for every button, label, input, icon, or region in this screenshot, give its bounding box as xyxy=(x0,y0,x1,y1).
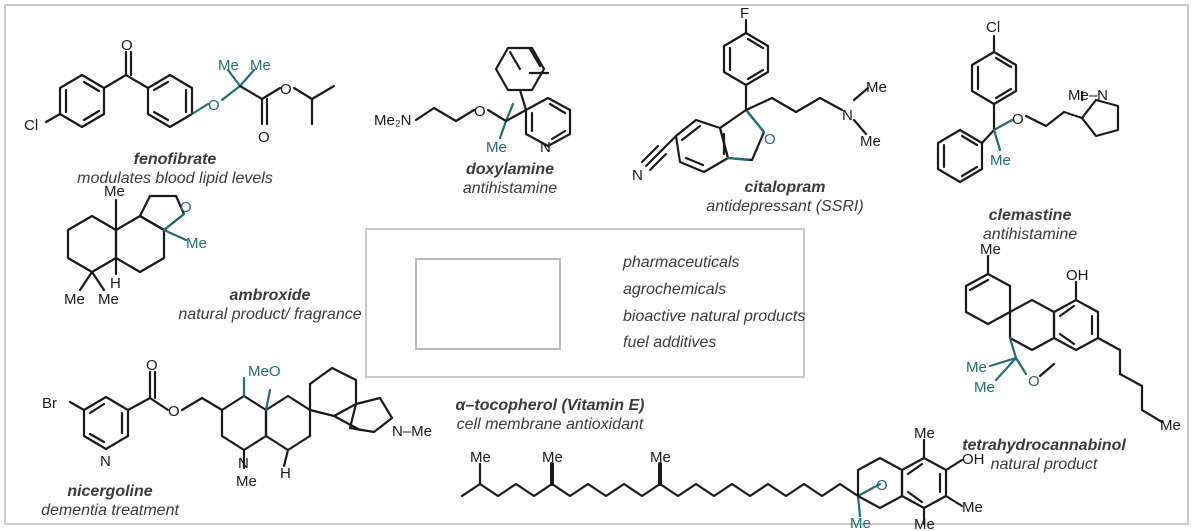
nicergoline-label: nicergoline dementia treatment xyxy=(20,482,200,520)
thc-name: tetrahydrocannabinol xyxy=(962,437,1126,454)
tocopherol-me-bottom: Me xyxy=(914,516,935,531)
tocopherol-structure xyxy=(460,438,964,526)
ambroxide-me-top: Me xyxy=(104,183,125,200)
tocopherol-label: α–tocopherol (Vitamin E) cell membrane a… xyxy=(420,396,680,434)
thc-o: O xyxy=(1028,373,1040,390)
ambroxide-me-2: Me xyxy=(98,291,119,308)
fenofibrate-ester-o: O xyxy=(280,81,292,98)
figure-frame xyxy=(4,4,1189,525)
doxylamine-label: doxylamine antihistamine xyxy=(440,160,580,198)
fenofibrate-name: fenofibrate xyxy=(133,151,217,168)
doxylamine-n: N xyxy=(540,139,551,156)
clemastine-description: antihistamine xyxy=(982,226,1078,243)
ambroxide-o: O xyxy=(180,199,192,216)
ambroxide-description: natural product/ fragrance xyxy=(178,306,362,323)
nicergoline-br: Br xyxy=(42,395,57,412)
doxylamine-me2n: Me₂N xyxy=(374,112,412,129)
application-pharmaceuticals: pharmaceuticals xyxy=(623,254,740,271)
doxylamine-structure xyxy=(414,46,572,148)
fenofibrate-carbonyl-o: O xyxy=(258,129,270,146)
tocopherol-me-2: Me xyxy=(542,449,563,466)
clemastine-o: O xyxy=(1012,111,1024,128)
tocopherol-me-right: Me xyxy=(962,499,983,516)
citalopram-f: F xyxy=(740,5,749,22)
nicergoline-o: O xyxy=(146,357,158,374)
thc-structure xyxy=(964,254,1164,424)
thc-me2: Me xyxy=(974,379,995,396)
doxylamine-description: antihistamine xyxy=(462,180,558,197)
fenofibrate-ether-o: O xyxy=(208,97,220,114)
tocopherol-oh: OH xyxy=(962,451,985,468)
ambroxide-name: ambroxide xyxy=(229,287,311,304)
ether-motif-box xyxy=(415,258,561,350)
tocopherol-name: α–tocopherol (Vitamin E) xyxy=(455,397,645,414)
fenofibrate-me1: Me xyxy=(218,57,239,74)
thc-description: natural product xyxy=(990,456,1098,473)
tocopherol-o: O xyxy=(876,477,888,494)
nicergoline-name: nicergoline xyxy=(67,483,153,500)
citalopram-structure xyxy=(640,18,870,174)
ambroxide-me-1: Me xyxy=(64,291,85,308)
nicergoline-ester-o: O xyxy=(168,403,180,420)
clemastine-label: clemastine antihistamine xyxy=(960,206,1100,244)
nicergoline-n: N xyxy=(100,453,111,470)
tocopherol-me-1: Me xyxy=(470,449,491,466)
ambroxide-label: ambroxide natural product/ fragrance xyxy=(160,286,380,324)
tocopherol-description: cell membrane antioxidant xyxy=(456,416,644,433)
tocopherol-me-teal: Me xyxy=(850,515,871,531)
clemastine-me-n: Me–N xyxy=(1068,87,1108,104)
fenofibrate-description: modulates blood lipid levels xyxy=(77,170,273,187)
ambroxide-h: H xyxy=(110,275,121,292)
thc-me-end: Me xyxy=(1160,417,1181,434)
doxylamine-o: O xyxy=(474,103,486,120)
nicergoline-structure xyxy=(68,366,394,470)
nicergoline-meo: MeO xyxy=(248,363,281,380)
clemastine-structure xyxy=(936,34,1120,184)
fenofibrate-me2: Me xyxy=(250,57,271,74)
citalopram-n: N xyxy=(632,167,643,184)
thc-label: tetrahydrocannabinol natural product xyxy=(944,436,1144,474)
citalopram-description: antidepressant (SSRI) xyxy=(706,198,864,215)
tocopherol-me-top: Me xyxy=(914,425,935,442)
clemastine-name: clemastine xyxy=(988,207,1072,224)
nicergoline-h: H xyxy=(280,465,291,482)
citalopram-me2: Me xyxy=(860,133,881,150)
thc-oh: OH xyxy=(1066,267,1089,284)
applications-panel: pharmaceuticals agrochemicals bioactive … xyxy=(365,228,805,378)
nicergoline-amine-n: N xyxy=(238,455,249,472)
citalopram-name: citalopram xyxy=(744,179,826,196)
clemastine-cl: Cl xyxy=(986,19,1000,36)
application-agrochemicals: agrochemicals xyxy=(623,281,727,298)
nicergoline-n-me: N–Me xyxy=(392,423,432,440)
citalopram-me1: Me xyxy=(866,79,887,96)
nicergoline-description: dementia treatment xyxy=(41,502,179,519)
fenofibrate-cl: Cl xyxy=(24,117,38,134)
ambroxide-me: Me xyxy=(186,235,207,252)
nicergoline-me: Me xyxy=(236,473,257,490)
application-fuel-additives: fuel additives xyxy=(623,334,717,351)
fenofibrate-structure xyxy=(44,50,336,129)
fenofibrate-o: O xyxy=(121,37,133,54)
ambroxide-structure xyxy=(66,194,188,292)
citalopram-o: O xyxy=(764,131,776,148)
application-bioactive-natural-products: bioactive natural products xyxy=(623,308,806,325)
tocopherol-me-3: Me xyxy=(650,449,671,466)
fenofibrate-label: fenofibrate modulates blood lipid levels xyxy=(40,150,310,188)
clemastine-me: Me xyxy=(990,152,1011,169)
doxylamine-name: doxylamine xyxy=(465,161,555,178)
doxylamine-me: Me xyxy=(486,139,507,156)
citalopram-amine-n: N xyxy=(842,107,853,124)
citalopram-label: citalopram antidepressant (SSRI) xyxy=(690,178,880,216)
thc-me: Me xyxy=(980,241,1001,258)
thc-me1: Me xyxy=(966,359,987,376)
